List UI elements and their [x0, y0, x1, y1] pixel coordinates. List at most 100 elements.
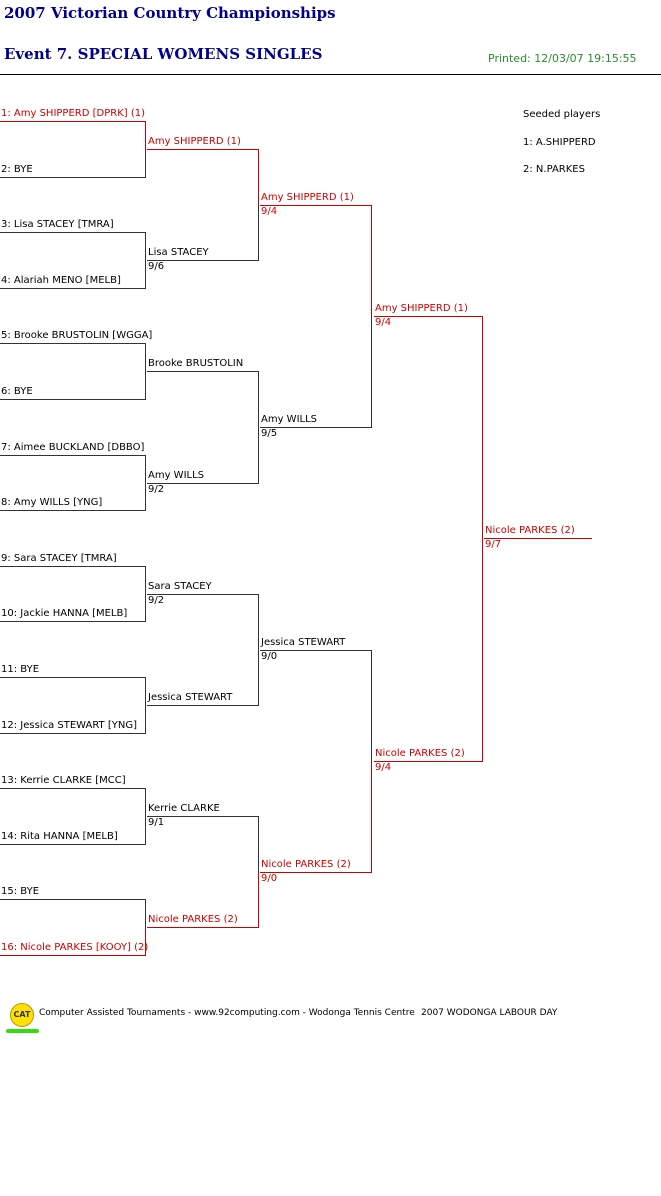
bracket-line [0, 788, 145, 789]
bracket-line [0, 177, 145, 178]
match-score: 9/4 [375, 762, 392, 773]
bracket-line [147, 260, 258, 261]
cat-logo-underline [6, 1029, 39, 1033]
bracket-connector [145, 371, 146, 400]
bracket-line [147, 483, 258, 484]
player-name: 10: Jackie HANNA [MELB] [1, 608, 128, 619]
bracket-line [147, 816, 258, 817]
bracket-line [0, 455, 145, 456]
bracket-line [147, 371, 258, 372]
bracket-line [0, 121, 145, 122]
bracket-connector [145, 899, 146, 928]
match-score: 9/2 [148, 595, 165, 606]
bracket-line [260, 427, 371, 428]
bracket-connector [145, 149, 146, 178]
bracket-connector [145, 483, 146, 511]
player-name: 7: Aimee BUCKLAND [DBBO] [1, 442, 145, 453]
player-name: Kerrie CLARKE [148, 803, 220, 814]
bracket-connector [258, 650, 259, 706]
bracket-connector [482, 539, 483, 762]
player-name: 14: Rita HANNA [MELB] [1, 831, 118, 842]
player-name: Jessica STEWART [261, 637, 346, 648]
match-score: 9/6 [148, 261, 165, 272]
bracket-connector [145, 705, 146, 734]
player-name: 6: BYE [1, 386, 33, 397]
player-name: 5: Brooke BRUSTOLIN [WGGA] [1, 330, 153, 341]
bracket-line [0, 399, 145, 400]
bracket-connector [145, 566, 146, 595]
player-name: 12: Jessica STEWART [YNG] [1, 720, 137, 731]
bracket-line [484, 538, 592, 539]
player-name: Amy SHIPPERD (1) [261, 192, 354, 203]
match-score: 9/0 [261, 651, 278, 662]
bracket-connector [258, 371, 259, 428]
player-name: 11: BYE [1, 664, 40, 675]
player-name: Jessica STEWART [148, 692, 233, 703]
player-name: Amy WILLS [148, 470, 205, 481]
bracket-connector [145, 677, 146, 706]
match-score: 9/2 [148, 484, 165, 495]
bracket-line [0, 677, 145, 678]
bracket-connector [145, 121, 146, 150]
footer-credit: Computer Assisted Tournaments - www.92co… [39, 1008, 415, 1018]
bracket-connector [258, 427, 259, 484]
bracket-line [147, 705, 258, 706]
bracket-connector [145, 816, 146, 845]
bracket-line [0, 232, 145, 233]
match-score: 9/7 [485, 539, 502, 550]
bracket-line [147, 594, 258, 595]
bracket-line [374, 316, 482, 317]
player-name: Nicole PARKES (2) [375, 748, 465, 759]
bracket-line [260, 205, 371, 206]
player-name: Nicole PARKES (2) [261, 859, 351, 870]
player-name: Lisa STACEY [148, 247, 209, 258]
tournament-title: 2007 Victorian Country Championships [4, 4, 336, 22]
bracket-line [0, 621, 145, 622]
bracket-line [147, 927, 258, 928]
bracket-line [0, 566, 145, 567]
bracket-line [0, 955, 145, 956]
bracket-line [0, 899, 145, 900]
player-name: 4: Alariah MENO [MELB] [1, 275, 121, 286]
match-score: 9/4 [261, 206, 278, 217]
bracket-connector [145, 232, 146, 261]
bracket-connector [145, 260, 146, 289]
seeded-heading: Seeded players [523, 109, 601, 120]
printed-timestamp: Printed: 12/03/07 19:15:55 [488, 52, 637, 65]
match-score: 9/1 [148, 817, 165, 828]
match-score: 9/5 [261, 428, 278, 439]
bracket-line [0, 844, 145, 845]
player-name: Brooke BRUSTOLIN [148, 358, 244, 369]
bracket-line [260, 650, 371, 651]
player-name: 8: Amy WILLS [YNG] [1, 497, 103, 508]
player-name: Amy SHIPPERD (1) [375, 303, 468, 314]
seeded-player: 1: A.SHIPPERD [523, 137, 596, 148]
player-name: Amy WILLS [261, 414, 318, 425]
bracket-connector [145, 927, 146, 956]
bracket-connector [145, 788, 146, 817]
bracket-line [0, 510, 145, 511]
player-name: 15: BYE [1, 886, 40, 897]
bracket-connector [145, 343, 146, 372]
bracket-connector [258, 594, 259, 651]
match-score: 9/0 [261, 873, 278, 884]
bracket-connector [145, 455, 146, 484]
bracket-connector [258, 149, 259, 206]
player-name: 13: Kerrie CLARKE [MCC] [1, 775, 126, 786]
bracket-line [260, 872, 371, 873]
match-score: 9/4 [375, 317, 392, 328]
cat-logo-icon: CAT [10, 1003, 34, 1027]
player-name: 9: Sara STACEY [TMRA] [1, 553, 117, 564]
bracket-line [147, 149, 258, 150]
bracket-connector [371, 316, 372, 428]
bracket-line [0, 733, 145, 734]
bracket-connector [258, 205, 259, 261]
player-name: Sara STACEY [148, 581, 212, 592]
footer-event: 2007 WODONGA LABOUR DAY [421, 1008, 558, 1018]
header-divider [0, 74, 661, 75]
player-name: 16: Nicole PARKES [KOOY] (2) [1, 942, 149, 953]
bracket-line [0, 343, 145, 344]
player-name: 2: BYE [1, 164, 33, 175]
bracket-connector [258, 816, 259, 873]
bracket-connector [482, 316, 483, 540]
